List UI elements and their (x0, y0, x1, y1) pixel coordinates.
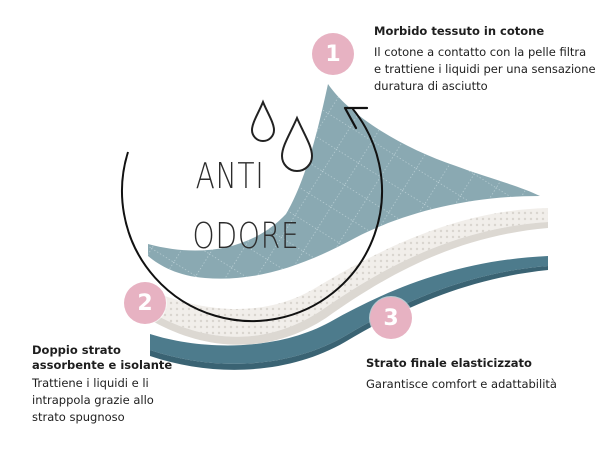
layer-2-text: Doppio strato assorbente e isolante Trat… (32, 343, 182, 426)
layer-1-description: Il cotone a contatto con la pelle filtra… (374, 45, 596, 93)
layer-2-description: Trattiene i liquidi e li intrappola graz… (32, 376, 154, 424)
top-cotton-layer (148, 84, 540, 279)
layer-2-badge: 2 (124, 282, 166, 324)
layer-2-title: Doppio strato assorbente e isolante (32, 343, 173, 372)
layer-1-badge: 1 (312, 33, 354, 75)
brand-line-odore: ODORE (192, 216, 300, 257)
layer-3-badge: 3 (370, 297, 412, 339)
layer-3-text: Strato finale elasticizzato Garantisce c… (366, 356, 596, 393)
layer-3-description: Garantisce comfort e adattabilità (366, 377, 557, 391)
layer-1-title: Morbido tessuto in cotone (374, 24, 545, 38)
bottom-elastic-layer (150, 256, 548, 370)
brand-line-anti: ANTI (195, 156, 265, 197)
water-drop-icon (250, 99, 276, 142)
middle-absorbent-layer (154, 208, 548, 345)
water-drop-icon (280, 115, 314, 172)
arrowhead-icon (343, 106, 369, 130)
layer-1-text: Morbido tessuto in cotone Il cotone a co… (374, 24, 596, 95)
layer-3-title: Strato finale elasticizzato (366, 356, 532, 370)
circular-arrow-icon (121, 107, 383, 323)
